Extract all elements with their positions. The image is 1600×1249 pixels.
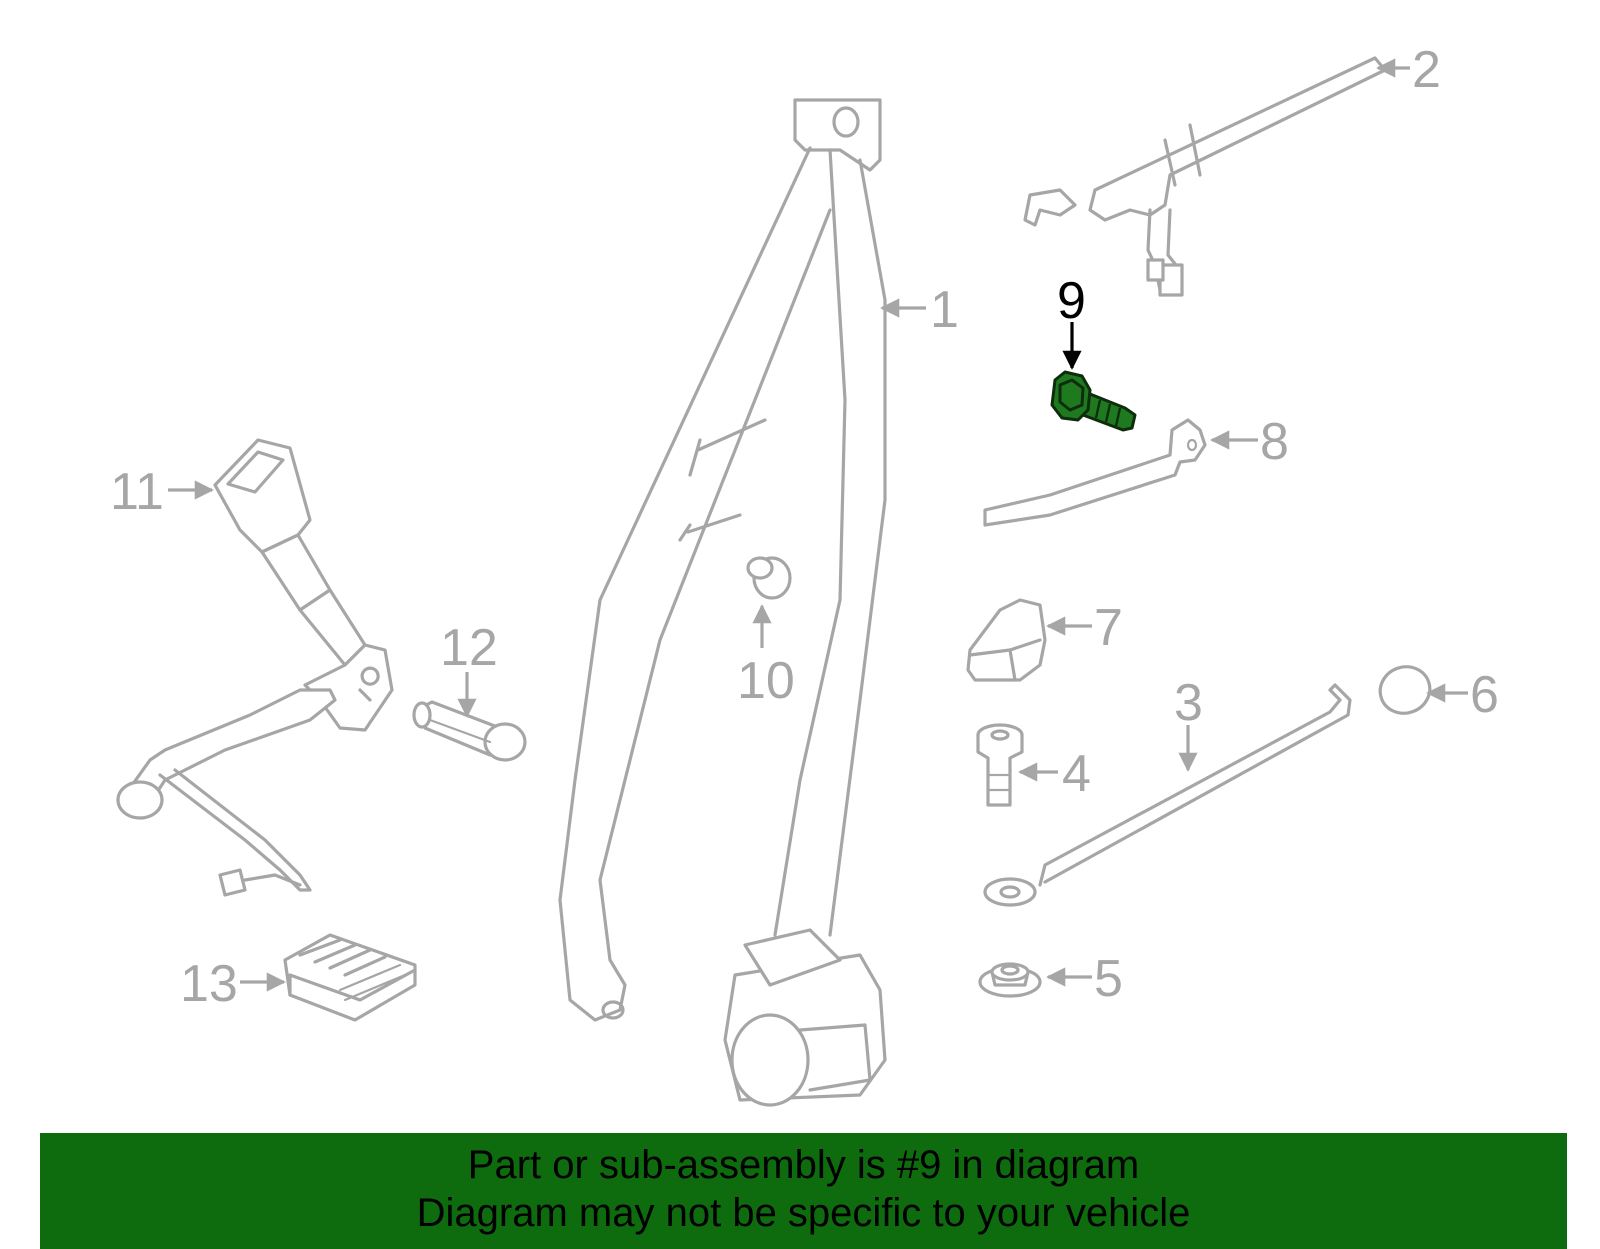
part-2-height-adjuster: [1023, 56, 1387, 297]
part-6-cap: [1378, 665, 1432, 715]
part-1-seat-belt-assembly: [558, 98, 887, 1107]
callout-11-label: 11: [110, 463, 164, 521]
callout-6: 6: [1426, 666, 1499, 724]
banner-line-disclaimer: Diagram may not be specific to your vehi…: [416, 1191, 1191, 1235]
callout-11: 11: [110, 463, 214, 521]
callout-8: 8: [1210, 413, 1289, 471]
part-5-nut: [978, 962, 1042, 998]
part-12-pin: [412, 700, 527, 762]
callout-5: 5: [1046, 950, 1123, 1008]
callout-12-label: 12: [440, 619, 498, 677]
callout-7-label: 7: [1094, 599, 1123, 657]
callout-9[interactable]: 9: [1057, 272, 1086, 370]
callout-2: 2: [1376, 41, 1441, 99]
callout-8-label: 8: [1260, 413, 1289, 471]
callout-4: 4: [1018, 745, 1091, 803]
callout-1: 1: [880, 281, 959, 339]
info-banner: Part or sub-assembly is #9 in diagram Di…: [40, 1133, 1567, 1249]
callout-1-label: 1: [930, 281, 959, 339]
part-10-clip: [746, 556, 792, 600]
callout-12: 12: [440, 619, 498, 718]
callout-3: 3: [1174, 674, 1203, 772]
part-7-cover: [966, 598, 1047, 682]
callout-13: 13: [180, 955, 286, 1013]
part-4-bolt: [976, 723, 1024, 807]
part-3-cable: [983, 683, 1352, 907]
callout-6-label: 6: [1470, 666, 1499, 724]
callout-7: 7: [1046, 599, 1123, 657]
part-13-module: [283, 933, 417, 1022]
part-9-bolt-highlighted[interactable]: [1050, 370, 1137, 432]
callout-5-label: 5: [1094, 950, 1123, 1008]
banner-line-part-reference: Part or sub-assembly is #9 in diagram: [467, 1143, 1140, 1187]
part-11-buckle: [116, 438, 394, 897]
callout-3-label: 3: [1174, 674, 1203, 732]
callout-4-label: 4: [1062, 745, 1091, 803]
callout-10-label: 10: [737, 652, 795, 710]
callout-2-label: 2: [1412, 41, 1441, 99]
callout-9-label: 9: [1057, 272, 1086, 330]
callout-13-label: 13: [180, 955, 238, 1013]
callout-10: 10: [737, 604, 795, 710]
part-8-bracket: [983, 418, 1207, 527]
